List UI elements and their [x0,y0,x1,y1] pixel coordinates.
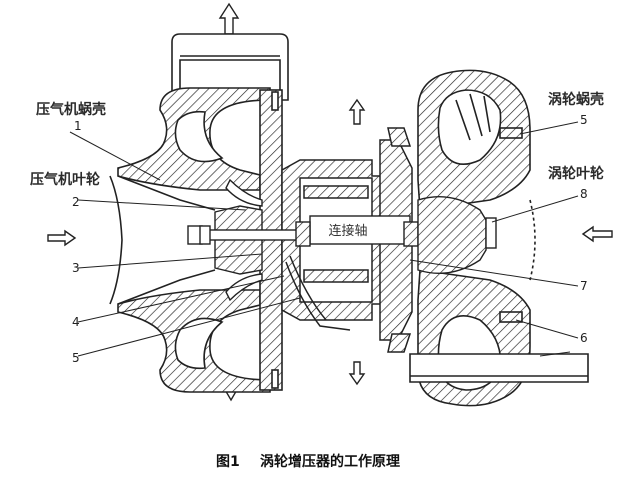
exhaust-arrow-up [348,98,366,125]
exhaust-arrow-down [348,361,366,386]
figure-title: 涡轮增压器的工作原理 [260,453,400,470]
figure-number: 图1 [216,454,240,470]
compressor-housing [109,33,289,393]
compressor-wheel [214,178,263,302]
callout-6: 6 [580,331,588,345]
callout-3: 3 [72,261,80,275]
callout-2: 2 [72,195,80,209]
shaft-label: 连接轴 [328,223,367,239]
connecting-shaft [187,215,489,247]
callout-5-left: 5 [72,351,80,365]
label-turbine-wheel: 涡轮叶轮 [548,165,604,182]
air-inlet-arrow [47,229,77,247]
callout-1: 1 [74,119,82,133]
turbine-housing [409,69,589,407]
callout-8: 8 [580,187,588,201]
outlet-arrow-top [218,2,240,35]
callout-5-right: 5 [580,113,588,127]
callout-4: 4 [72,315,80,329]
leader-lines [69,121,579,357]
callout-7: 7 [580,279,588,293]
exhaust-inlet-arrow [581,225,613,243]
label-compressor-housing: 压气机蜗壳 [36,101,106,118]
turbine-wheel [417,195,497,275]
label-turbine-housing: 涡轮蜗壳 [548,91,604,108]
label-compressor-wheel: 压气机叶轮 [30,171,100,188]
